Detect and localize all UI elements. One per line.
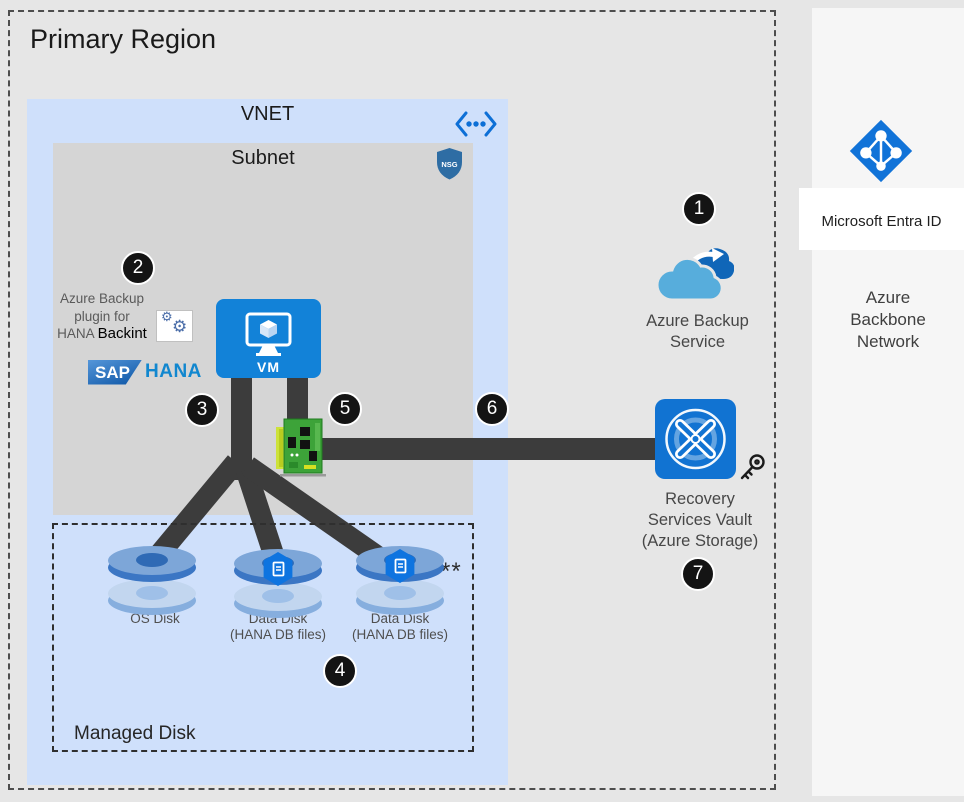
- sap-logo-tag: SAP: [88, 359, 142, 385]
- azure-backbone-network-label: Azure Backbone Network: [850, 288, 926, 351]
- step-badge-3: 3: [185, 393, 219, 427]
- hana-logo-text: HANA: [145, 361, 202, 382]
- sap-hana-logo: SAP HANA: [88, 359, 202, 385]
- os-disk-icon: [106, 546, 198, 618]
- azure-backup-service-label: Azure Backup Service: [646, 312, 749, 351]
- data-disk-2-icon: [354, 546, 446, 618]
- primary-region-title: Primary Region: [30, 24, 217, 54]
- azure-backup-service-icon: [655, 248, 734, 302]
- step-badge-2: 2: [121, 251, 155, 285]
- data-disk-2-label: Data Disk(HANA DB files): [351, 611, 449, 642]
- microsoft-entra-id-label: Microsoft Entra ID: [821, 213, 942, 230]
- os-disk-label: OS Disk: [130, 611, 180, 626]
- subnet-title: Subnet: [231, 147, 295, 169]
- step-badge-6: 6: [475, 392, 509, 426]
- step-badge-5: 5: [328, 392, 362, 426]
- managed-disk-box: [52, 523, 474, 752]
- double-asterisk-note: **: [441, 558, 462, 585]
- entra-highlight-band: [799, 188, 964, 250]
- nsg-shield-icon: NSG: [437, 148, 462, 180]
- gears-icon: ⚙ ⚙: [156, 309, 193, 342]
- backup-plugin-label: Azure Backup plugin for HANA Backint: [57, 291, 147, 342]
- microsoft-entra-id-icon: [849, 119, 913, 183]
- vnet-icon: [455, 111, 497, 137]
- recovery-services-vault-icon: [655, 399, 736, 479]
- primary-region-box: [8, 10, 776, 790]
- svg-text:NSG: NSG: [441, 160, 457, 169]
- backint-label: Backint: [97, 325, 147, 342]
- data-disk-badge-icon: [385, 549, 415, 583]
- step-badge-7: 7: [681, 557, 715, 591]
- vm-icon: VM: [216, 299, 321, 378]
- step-badge-4: 4: [323, 654, 357, 688]
- data-disk-badge-icon: [263, 552, 293, 586]
- vm-label: VM: [257, 359, 280, 375]
- recovery-services-vault-label: Recovery Services Vault (Azure Storage): [641, 490, 759, 550]
- nic-card-icon: [276, 418, 326, 477]
- vnet-title: VNET: [240, 103, 295, 125]
- managed-disk-title: Managed Disk: [74, 723, 196, 744]
- vm-monitor-glyph: [245, 312, 292, 356]
- key-icon: [740, 454, 765, 480]
- data-disk-1-icon: [232, 549, 324, 621]
- step-badge-1: 1: [682, 192, 716, 226]
